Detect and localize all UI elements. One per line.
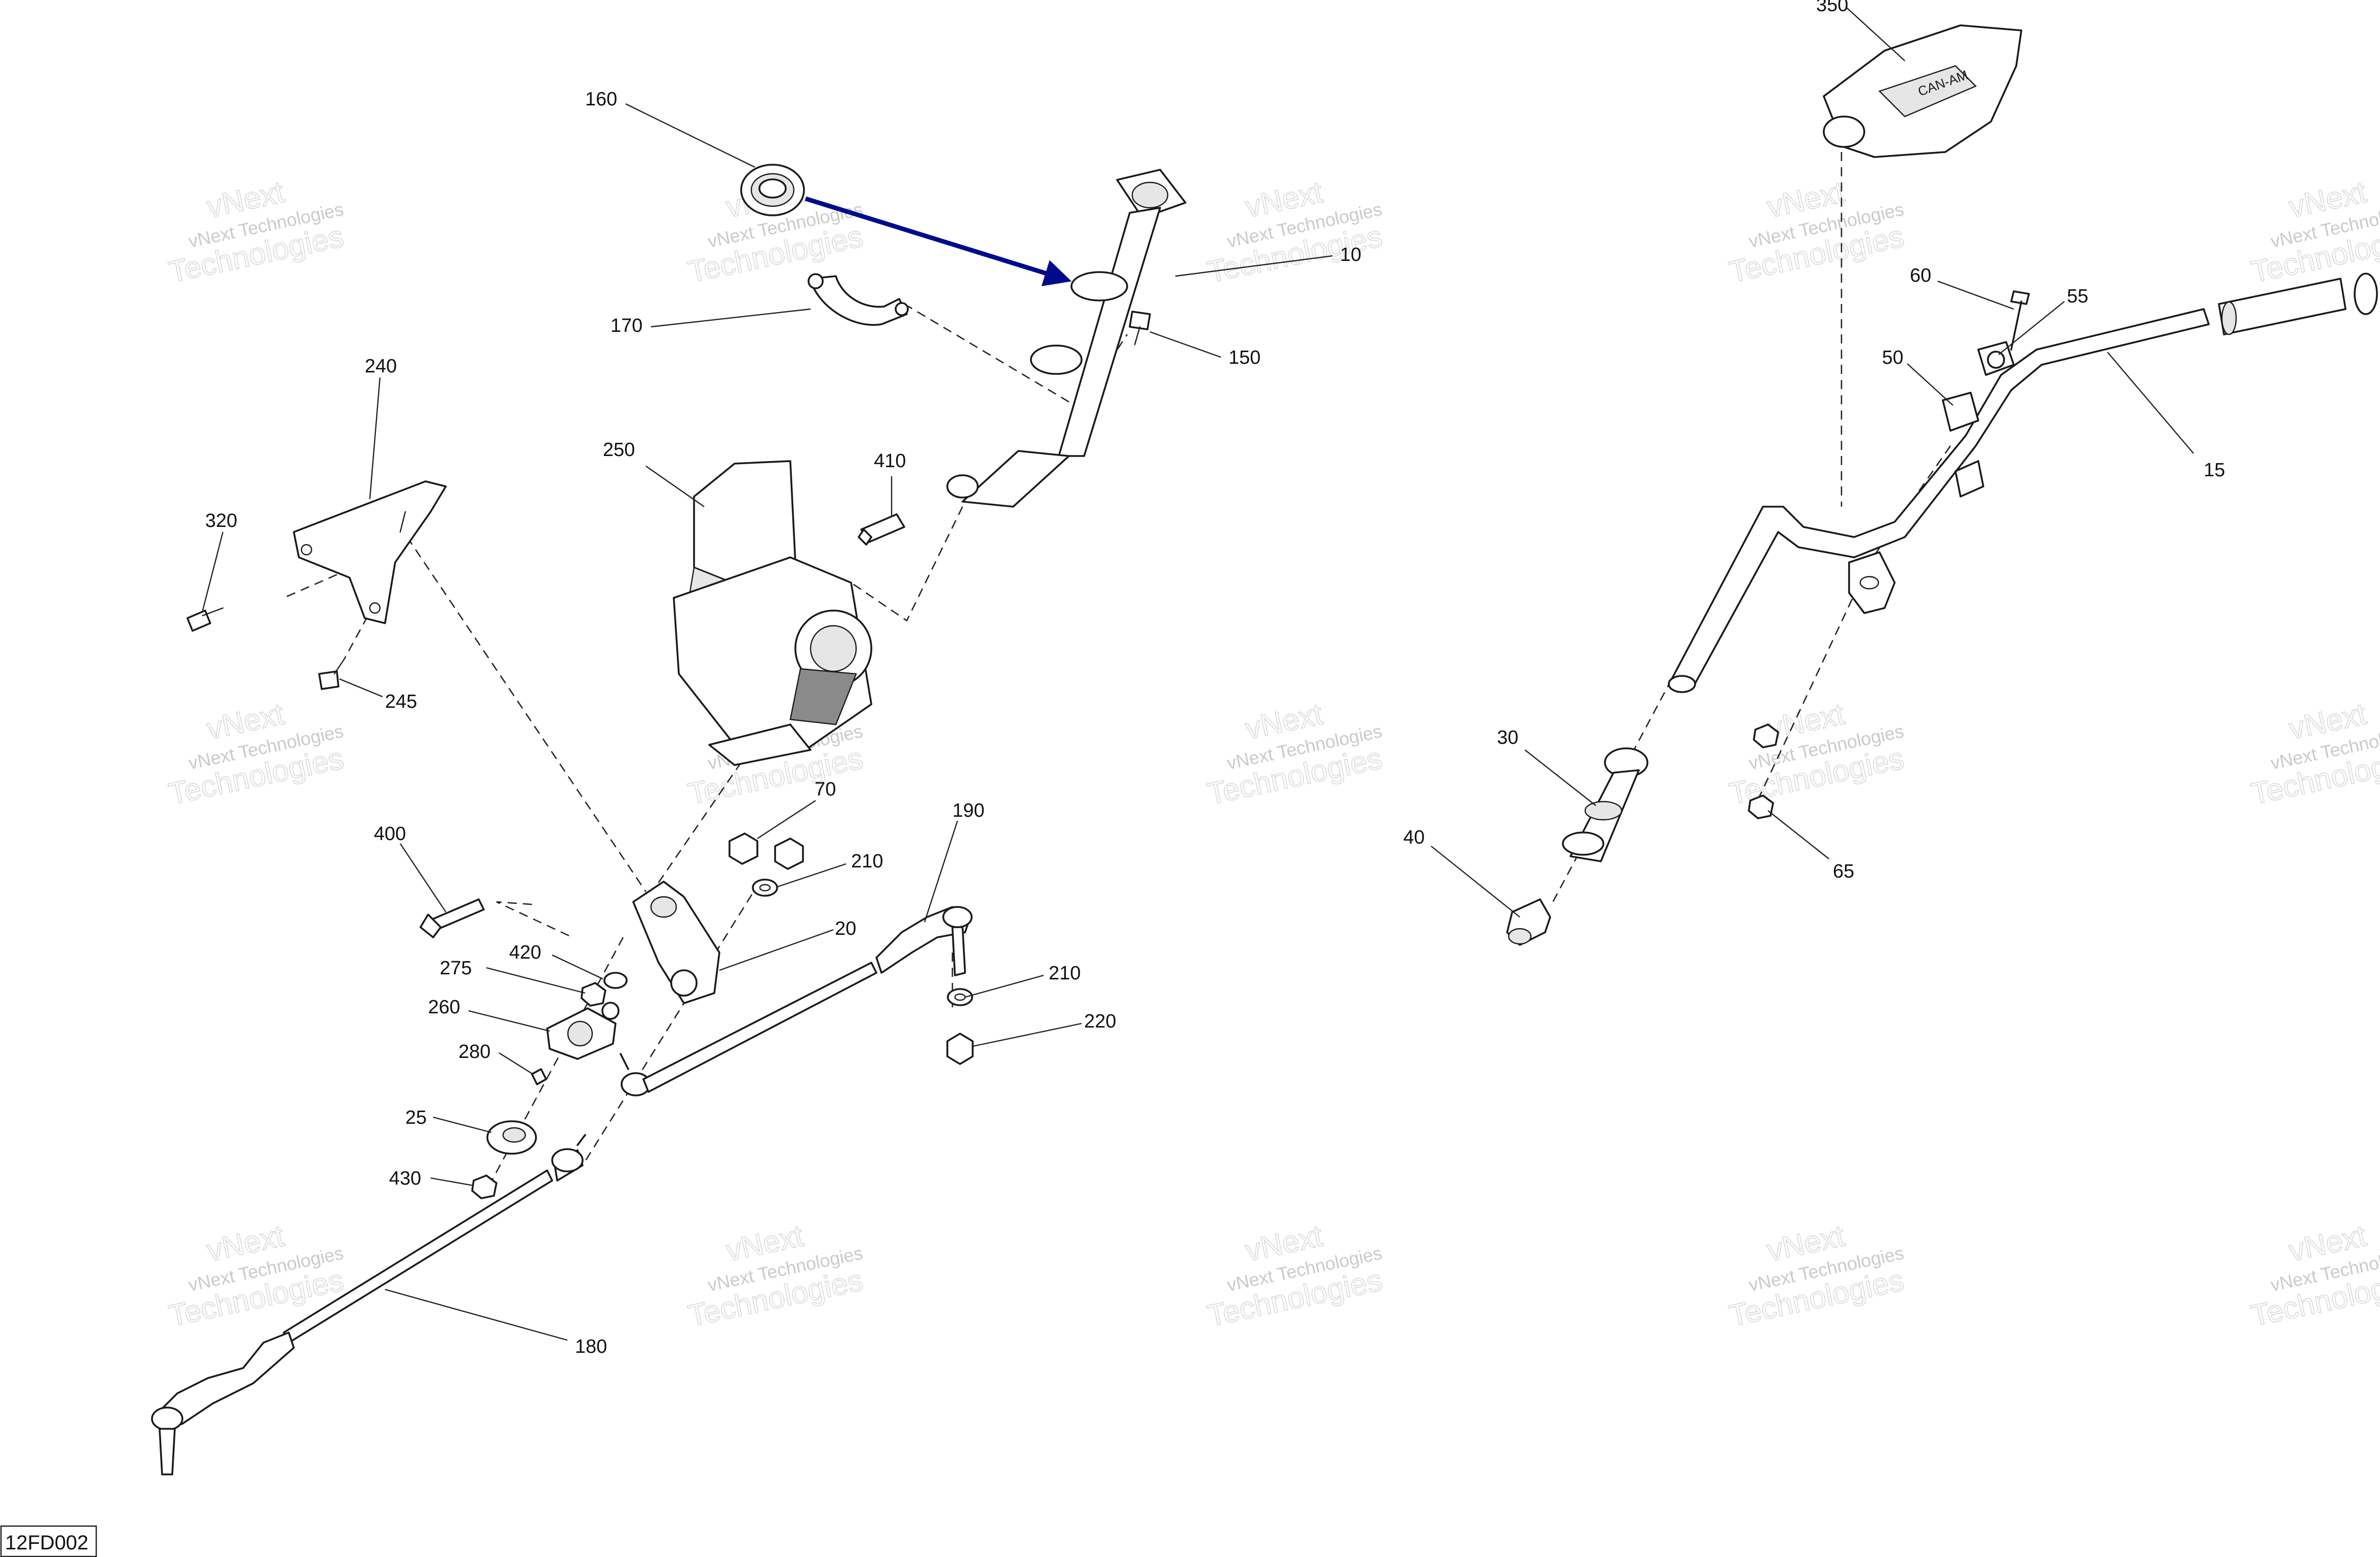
part-410-bolt bbox=[858, 513, 905, 546]
label-15: 15 bbox=[2204, 460, 2225, 481]
diagram-code-text: 12FD002 bbox=[5, 1532, 89, 1554]
part-lower-clamp bbox=[1848, 551, 1896, 614]
part-320-bolt bbox=[186, 607, 224, 632]
watermark: vNext vNext Technologies Technologies bbox=[166, 174, 347, 289]
label-160: 160 bbox=[585, 89, 617, 110]
part-50-clamp bbox=[1942, 392, 1984, 498]
label-55: 55 bbox=[2067, 286, 2088, 307]
label-245: 245 bbox=[385, 691, 417, 712]
part-210-washer bbox=[752, 879, 778, 897]
label-250: 250 bbox=[603, 439, 635, 461]
part-40-end-cap bbox=[1506, 898, 1551, 946]
diagram-code-label: 12FD002 bbox=[0, 1525, 97, 1557]
label-430: 430 bbox=[389, 1168, 421, 1189]
label-275: 275 bbox=[440, 958, 472, 979]
watermark: vNext vNext Technologies Technologies bbox=[1726, 696, 1907, 811]
watermark: vNext vNext Technologies Technologies bbox=[166, 696, 347, 811]
label-220: 220 bbox=[1084, 1011, 1116, 1032]
part-420-washer bbox=[603, 972, 628, 989]
part-210-washer-lower bbox=[947, 988, 973, 1006]
part-260-plate bbox=[546, 1002, 620, 1060]
assembly-arrow bbox=[804, 196, 1072, 286]
part-280-screw bbox=[531, 1068, 547, 1085]
label-20: 20 bbox=[835, 918, 856, 939]
part-60-bolt bbox=[2010, 290, 2030, 351]
label-30: 30 bbox=[1497, 727, 1518, 748]
label-240: 240 bbox=[365, 356, 397, 377]
label-190: 190 bbox=[952, 800, 984, 821]
part-245-bolt bbox=[318, 658, 346, 690]
part-30-grip bbox=[1562, 747, 1648, 862]
watermark-layer: vNext vNext Technologies Technologies vN… bbox=[166, 174, 2380, 1333]
watermark: vNext vNext Technologies Technologies bbox=[2248, 1218, 2380, 1333]
watermark: vNext vNext Technologies Technologies bbox=[1726, 1218, 1907, 1333]
part-350-handlebar-pad: CAN-AM bbox=[1823, 24, 2022, 158]
part-220-nut bbox=[946, 1033, 974, 1065]
label-210a: 210 bbox=[851, 851, 883, 872]
label-150: 150 bbox=[1229, 347, 1260, 368]
part-170-clamp bbox=[808, 273, 909, 326]
part-275-nut bbox=[581, 982, 606, 1007]
part-400-bolt bbox=[419, 898, 485, 938]
label-50: 50 bbox=[1882, 347, 1903, 368]
leader-lines bbox=[202, 7, 2194, 1341]
label-410: 410 bbox=[874, 450, 906, 472]
part-430-nut bbox=[471, 1174, 497, 1199]
part-190-tie-rod bbox=[620, 906, 973, 1096]
part-number-labels: 160 10 170 150 240 250 410 320 245 70 19… bbox=[205, 0, 2225, 1357]
part-160-bearing bbox=[740, 164, 805, 216]
part-150-bolt bbox=[1129, 311, 1151, 346]
label-65: 65 bbox=[1833, 861, 1854, 882]
label-350: 350 bbox=[1816, 0, 1848, 16]
watermark: vNext vNext Technologies Technologies bbox=[1204, 696, 1386, 811]
part-65-nut bbox=[1748, 724, 1779, 819]
label-280: 280 bbox=[458, 1041, 490, 1062]
label-260: 260 bbox=[428, 997, 460, 1018]
watermark: vNext vNext Technologies Technologies bbox=[1726, 174, 1907, 289]
part-20-pitman-arm bbox=[632, 881, 720, 1004]
label-420: 420 bbox=[509, 942, 541, 963]
label-320: 320 bbox=[205, 510, 237, 531]
label-25: 25 bbox=[405, 1107, 427, 1128]
label-10: 10 bbox=[1340, 244, 1361, 265]
label-70: 70 bbox=[815, 779, 836, 800]
watermark: vNext vNext Technologies Technologies bbox=[685, 1218, 866, 1333]
part-25-boot bbox=[486, 1120, 537, 1155]
watermark: vNext vNext Technologies Technologies bbox=[1204, 1218, 1386, 1333]
part-70-nut bbox=[728, 832, 804, 870]
watermark: vNext vNext Technologies Technologies bbox=[2248, 696, 2380, 811]
part-10-steering-column bbox=[946, 169, 1186, 508]
part-180-tie-rod bbox=[151, 1134, 586, 1475]
part-15-handlebar bbox=[1668, 273, 2378, 693]
label-170: 170 bbox=[610, 315, 642, 336]
part-250-power-steering-unit bbox=[673, 460, 872, 766]
label-40: 40 bbox=[1403, 827, 1425, 848]
label-210b: 210 bbox=[1049, 963, 1081, 984]
label-400: 400 bbox=[374, 823, 406, 845]
label-60: 60 bbox=[1910, 265, 1931, 286]
label-180: 180 bbox=[575, 1336, 607, 1357]
part-240-bracket bbox=[293, 480, 447, 624]
watermark: vNext vNext Technologies Technologies bbox=[2248, 174, 2380, 289]
